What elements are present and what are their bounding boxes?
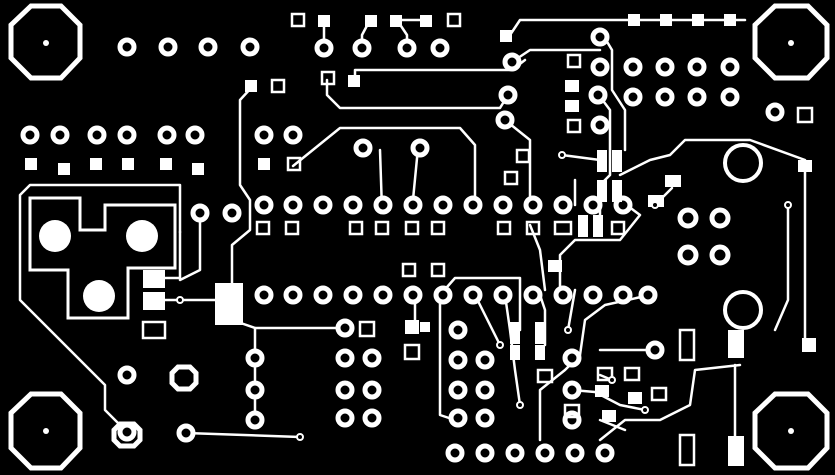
outline-pads [141,12,814,467]
mounting-hole-bottom-left [8,391,83,471]
mounting-holes [8,3,830,471]
vias [176,151,792,441]
mounting-hole-top-right [752,3,830,81]
mounting-hole-top-left [8,3,83,81]
round-pads [20,27,785,463]
power-pour [28,196,177,320]
mounting-hole-bottom-right [752,391,830,471]
